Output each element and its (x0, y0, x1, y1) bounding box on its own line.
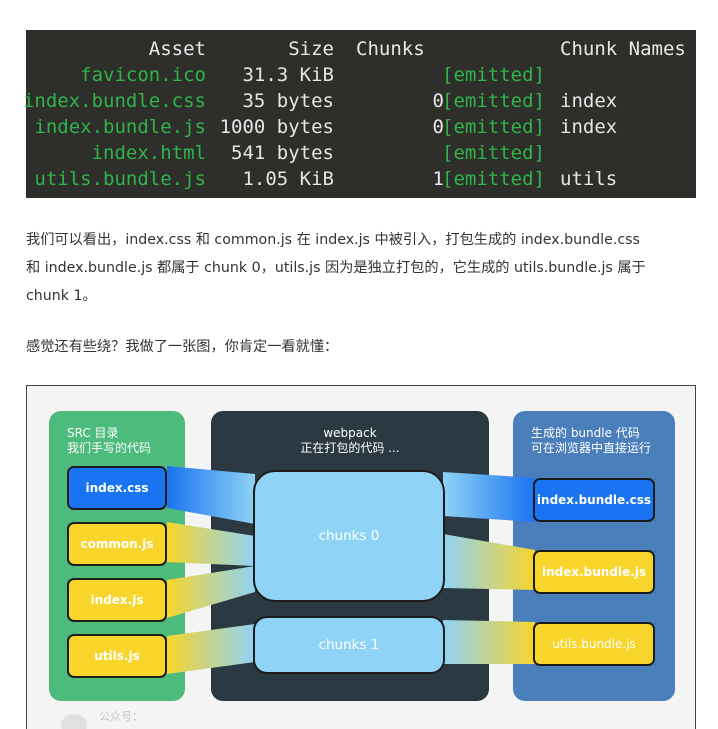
src-file-index-css: index.css (67, 466, 167, 510)
header-chunks: Chunks (356, 38, 425, 60)
emitted-flag: [emitted] (442, 116, 545, 138)
paragraph-line: 和 index.bundle.js 都属于 chunk 0，utils.js 因… (26, 260, 646, 276)
paragraph-line: 我们可以看出，index.css 和 common.js 在 index.js … (26, 232, 640, 248)
asset-chunks: 1 (432, 168, 444, 190)
chunk-1-box: chunks 1 (253, 616, 445, 674)
table-row: favicon.ico 31.3 KiB [emitted] (26, 62, 696, 88)
asset-size: 31.3 KiB (242, 64, 334, 86)
table-row: index.html 541 bytes [emitted] (26, 140, 696, 166)
src-title: SRC 目录 (67, 426, 119, 440)
asset-name: index.bundle.css (22, 90, 206, 112)
src-file-common-js: common.js (67, 522, 167, 566)
watermark-text: 公众号： (99, 710, 143, 723)
asset-name: index.bundle.js (34, 116, 206, 138)
flow-utils-js (167, 624, 255, 674)
asset-name: utils.bundle.js (34, 168, 206, 190)
flow-index-css (167, 466, 255, 524)
header-chunk-names: Chunk Names (560, 38, 686, 60)
webpack-output-table: Asset Size Chunks Chunk Names favicon.ic… (22, 30, 696, 198)
header-asset: Asset (148, 38, 206, 60)
explanation-paragraph: 我们可以看出，index.css 和 common.js 在 index.js … (26, 226, 696, 310)
flow-common-js (167, 522, 255, 566)
output-title: 生成的 bundle 代码 (531, 426, 640, 440)
asset-size: 1000 bytes (219, 116, 334, 138)
header-size: Size (288, 38, 334, 60)
table-header-row: Asset Size Chunks Chunk Names (26, 36, 696, 62)
table-row: utils.bundle.js 1.05 KiB 1 [emitted] uti… (26, 166, 696, 192)
flow-to-bundle-css (443, 472, 535, 522)
output-subtitle: 可在浏览器中直接运行 (531, 441, 652, 455)
src-file-index-js: index.js (67, 578, 167, 622)
asset-chunks: 0 (432, 116, 444, 138)
chunk-0-box: chunks 0 (253, 470, 445, 602)
paragraph-line: 感觉还有些绕？我做了一张图，你肯定一看就懂： (26, 339, 339, 355)
src-subtitle: 我们手写的代码 (67, 441, 152, 455)
emitted-flag: [emitted] (442, 64, 545, 86)
emitted-flag: [emitted] (442, 142, 545, 164)
flow-to-bundle-js (443, 534, 535, 590)
bundle-diagram: SRC 目录 我们手写的代码 webpack 正在打包的代码 ... 生成的 b… (26, 385, 696, 729)
src-file-utils-js: utils.js (67, 634, 167, 678)
chunk-name: index (560, 90, 618, 112)
chunk-name: index (560, 116, 618, 138)
bundle-utils-js: utils.bundle.js (533, 622, 655, 666)
webpack-subtitle: 正在打包的代码 ... (300, 441, 400, 455)
table-row: index.bundle.css 35 bytes 0 [emitted] in… (22, 88, 696, 114)
asset-name: favicon.ico (80, 64, 206, 86)
emitted-flag: [emitted] (442, 90, 545, 112)
asset-chunks: 0 (432, 90, 444, 112)
asset-size: 1.05 KiB (242, 168, 334, 190)
webpack-title: webpack (323, 426, 377, 440)
table-row: index.bundle.js 1000 bytes 0 [emitted] i… (26, 114, 696, 140)
bundle-index-css: index.bundle.css (533, 478, 655, 522)
paragraph-line: chunk 1。 (26, 288, 97, 304)
asset-size: 541 bytes (231, 142, 334, 164)
wechat-icon (61, 714, 87, 729)
intro-paragraph: 感觉还有些绕？我做了一张图，你肯定一看就懂： (26, 333, 696, 361)
bundle-index-js: index.bundle.js (533, 550, 655, 594)
flow-to-utils-bundle (443, 620, 535, 664)
chunk-name: utils (560, 168, 618, 190)
asset-size: 35 bytes (242, 90, 334, 112)
emitted-flag: [emitted] (442, 168, 545, 190)
flow-index-js (167, 566, 255, 618)
asset-name: index.html (91, 142, 206, 164)
